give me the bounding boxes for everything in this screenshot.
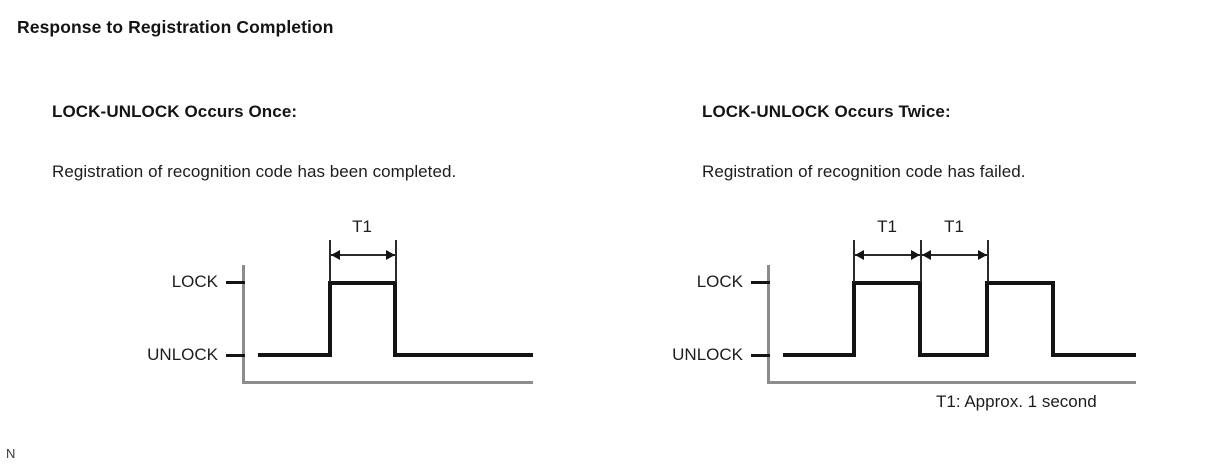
signal-edge-rising xyxy=(328,281,332,357)
unlock-level-tick xyxy=(751,354,770,357)
lock-level-tick xyxy=(751,281,770,284)
unlock-level-tick xyxy=(226,354,245,357)
column-description: Registration of recognition code has bee… xyxy=(52,162,457,181)
signal-segment-lock-high xyxy=(328,281,397,285)
signal-edge-rising-2 xyxy=(985,281,989,357)
signal-edge-falling xyxy=(393,281,397,357)
column-lock-unlock-twice: LOCK-UNLOCK Occurs Twice: Registration o… xyxy=(700,0,1208,472)
dimension-extension-right-2 xyxy=(987,240,989,282)
signal-segment-unlock-end xyxy=(393,353,533,357)
dimension-arrowhead-left-1 xyxy=(855,250,864,260)
signal-segment-unlock-end xyxy=(1051,353,1136,357)
signal-segment-unlock-middle xyxy=(918,353,989,357)
signal-edge-rising-1 xyxy=(852,281,856,357)
signal-segment-unlock-start xyxy=(783,353,854,357)
signal-edge-falling-1 xyxy=(918,281,922,357)
chart-vertical-axis xyxy=(767,265,770,384)
dimension-arrowhead-right xyxy=(386,250,395,260)
dimension-extension-left xyxy=(329,240,331,282)
dimension-label-t1-second: T1 xyxy=(944,217,964,236)
column-heading: LOCK-UNLOCK Occurs Once: xyxy=(52,102,298,121)
unlock-level-label: UNLOCK xyxy=(147,345,218,364)
lock-level-tick xyxy=(226,281,245,284)
chart-baseline-axis xyxy=(767,381,1136,384)
footnote-t1-duration: T1: Approx. 1 second xyxy=(936,392,1097,411)
signal-segment-unlock-start xyxy=(258,353,330,357)
timing-chart-twice: LOCK UNLOCK T1 T1 xyxy=(625,215,1145,390)
dimension-line-t1-first xyxy=(855,254,920,256)
signal-segment-lock-high-1 xyxy=(852,281,922,285)
signal-segment-lock-high-2 xyxy=(985,281,1055,285)
chart-baseline-axis xyxy=(242,381,533,384)
corner-mark: N xyxy=(6,446,16,461)
dimension-line-t1-second xyxy=(922,254,987,256)
dimension-arrowhead-left-2 xyxy=(922,250,931,260)
dimension-extension-right xyxy=(395,240,397,282)
dimension-line-t1 xyxy=(331,254,395,256)
dimension-label-t1-first: T1 xyxy=(877,217,897,236)
dimension-arrowhead-right-1 xyxy=(911,250,920,260)
dimension-arrowhead-right-2 xyxy=(978,250,987,260)
chart-vertical-axis xyxy=(242,265,245,384)
column-description: Registration of recognition code has fai… xyxy=(702,162,1026,181)
lock-level-label: LOCK xyxy=(696,272,743,291)
lock-level-label: LOCK xyxy=(171,272,218,291)
dimension-arrowhead-left xyxy=(331,250,340,260)
column-heading: LOCK-UNLOCK Occurs Twice: xyxy=(702,102,951,121)
dimension-label-t1: T1 xyxy=(352,217,372,236)
column-lock-unlock-once: LOCK-UNLOCK Occurs Once: Registration of… xyxy=(52,102,550,390)
unlock-level-label: UNLOCK xyxy=(672,345,743,364)
dimension-extension-left-1 xyxy=(853,240,855,282)
dimension-extension-shared xyxy=(920,240,922,282)
page-title: Response to Registration Completion xyxy=(17,17,334,37)
signal-edge-falling-2 xyxy=(1051,281,1055,357)
timing-chart-once: LOCK UNLOCK T1 xyxy=(100,215,550,390)
